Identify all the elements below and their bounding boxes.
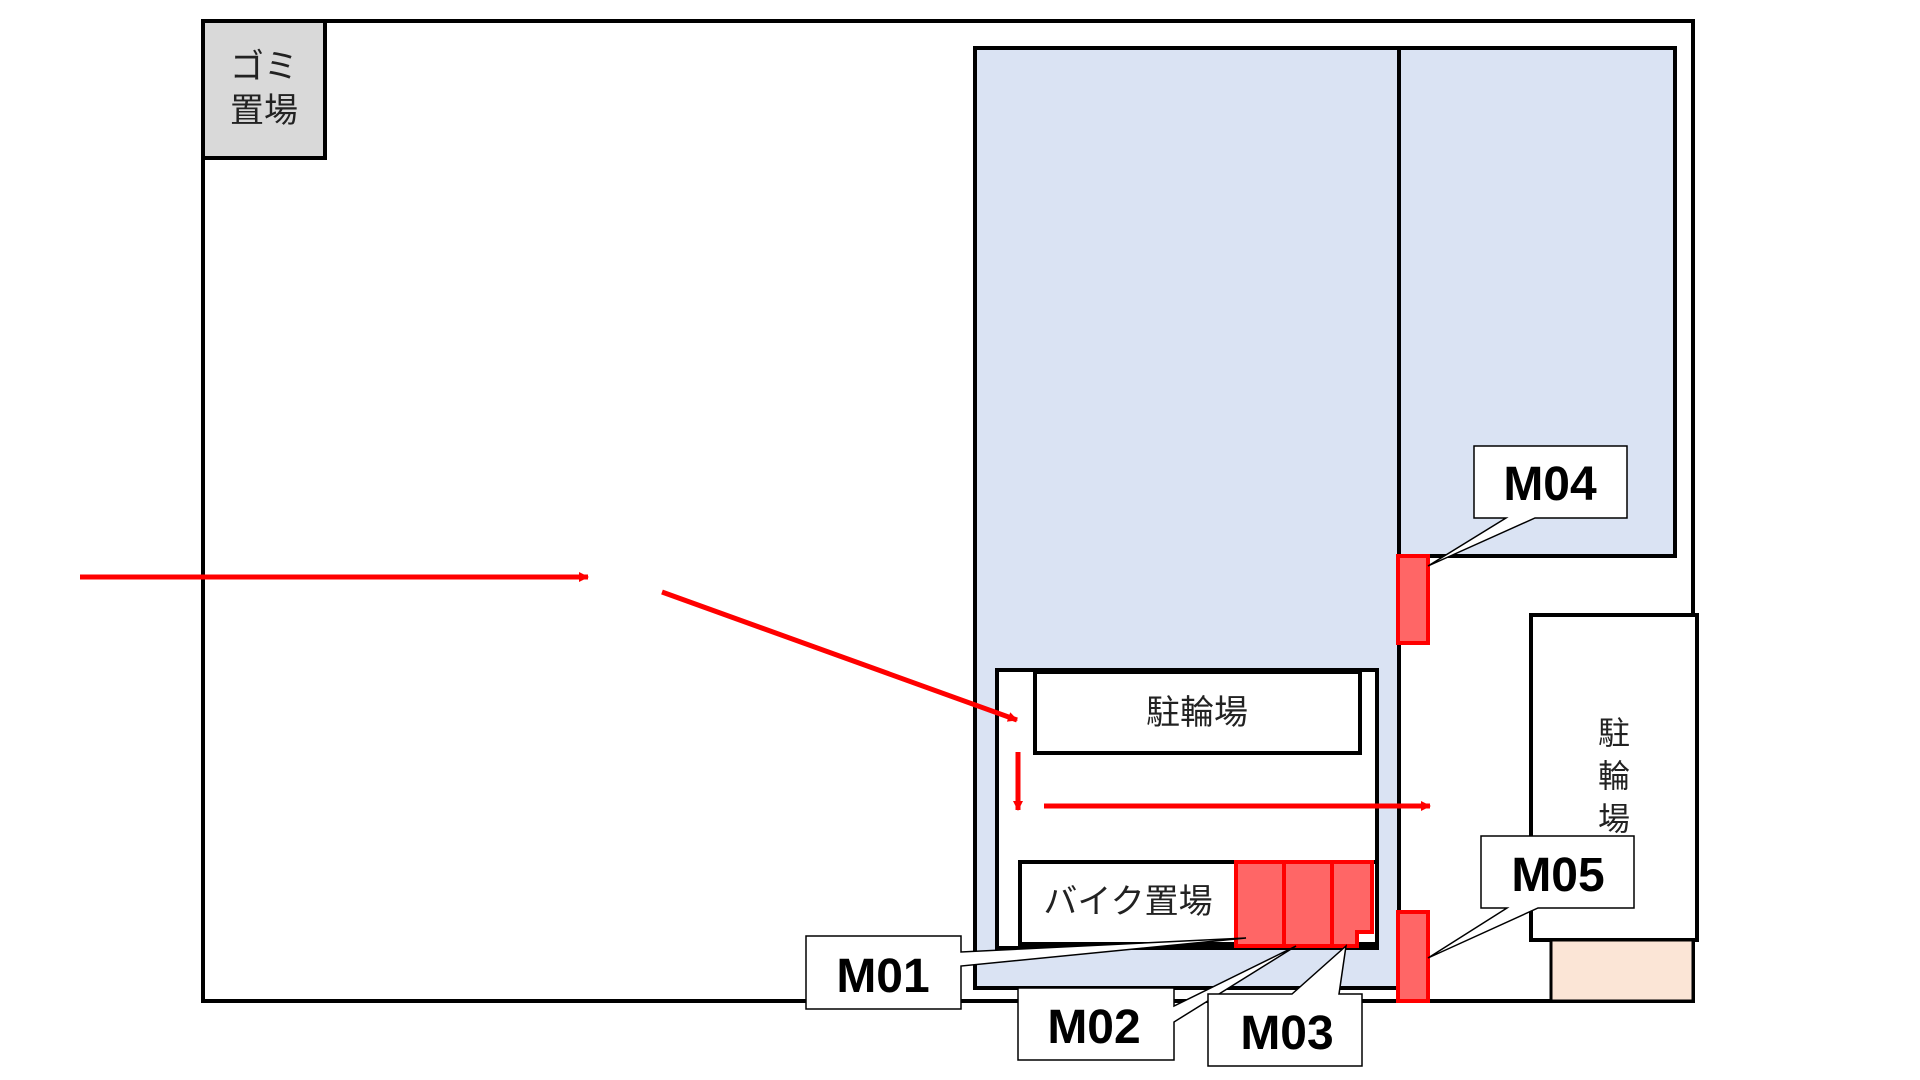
route-arrow-diagonal [661,589,1018,723]
bicycle-parking-label-v1: 駐 [1598,714,1630,752]
garbage-label-line1: ゴミ [230,47,298,87]
bicycle-parking-area [1033,670,1362,755]
callout-m04 [1427,445,1628,567]
callout-m03 [1207,944,1363,1067]
corner-area [1549,938,1695,1003]
bike-parking-label: バイク置場 [1043,882,1212,922]
building-annex [1397,46,1677,558]
marker-m03-box [1330,860,1374,948]
marker-m05-box [1396,910,1430,1003]
callout-m01-label: M01 [836,950,929,1003]
callout-m04-label: M04 [1503,458,1597,511]
marker-m01-box [1234,860,1286,948]
garbage-label-line2: 置場 [230,91,298,131]
callout-m02 [1017,945,1297,1061]
bicycle-parking-label: 駐輪場 [1146,693,1248,733]
callout-m05-label: M05 [1511,849,1604,902]
callout-m01 [805,935,1247,1010]
callout-m03-label: M03 [1240,1007,1333,1060]
bicycle-parking-label-v3: 場 [1598,800,1630,838]
marker-m04-box [1396,554,1430,645]
bicycle-parking-label-v2: 輪 [1598,757,1630,795]
callout-m05 [1427,835,1635,959]
callout-m02-label: M02 [1047,1001,1140,1054]
garbage-area [201,19,327,160]
marker-m02-box [1282,860,1334,948]
